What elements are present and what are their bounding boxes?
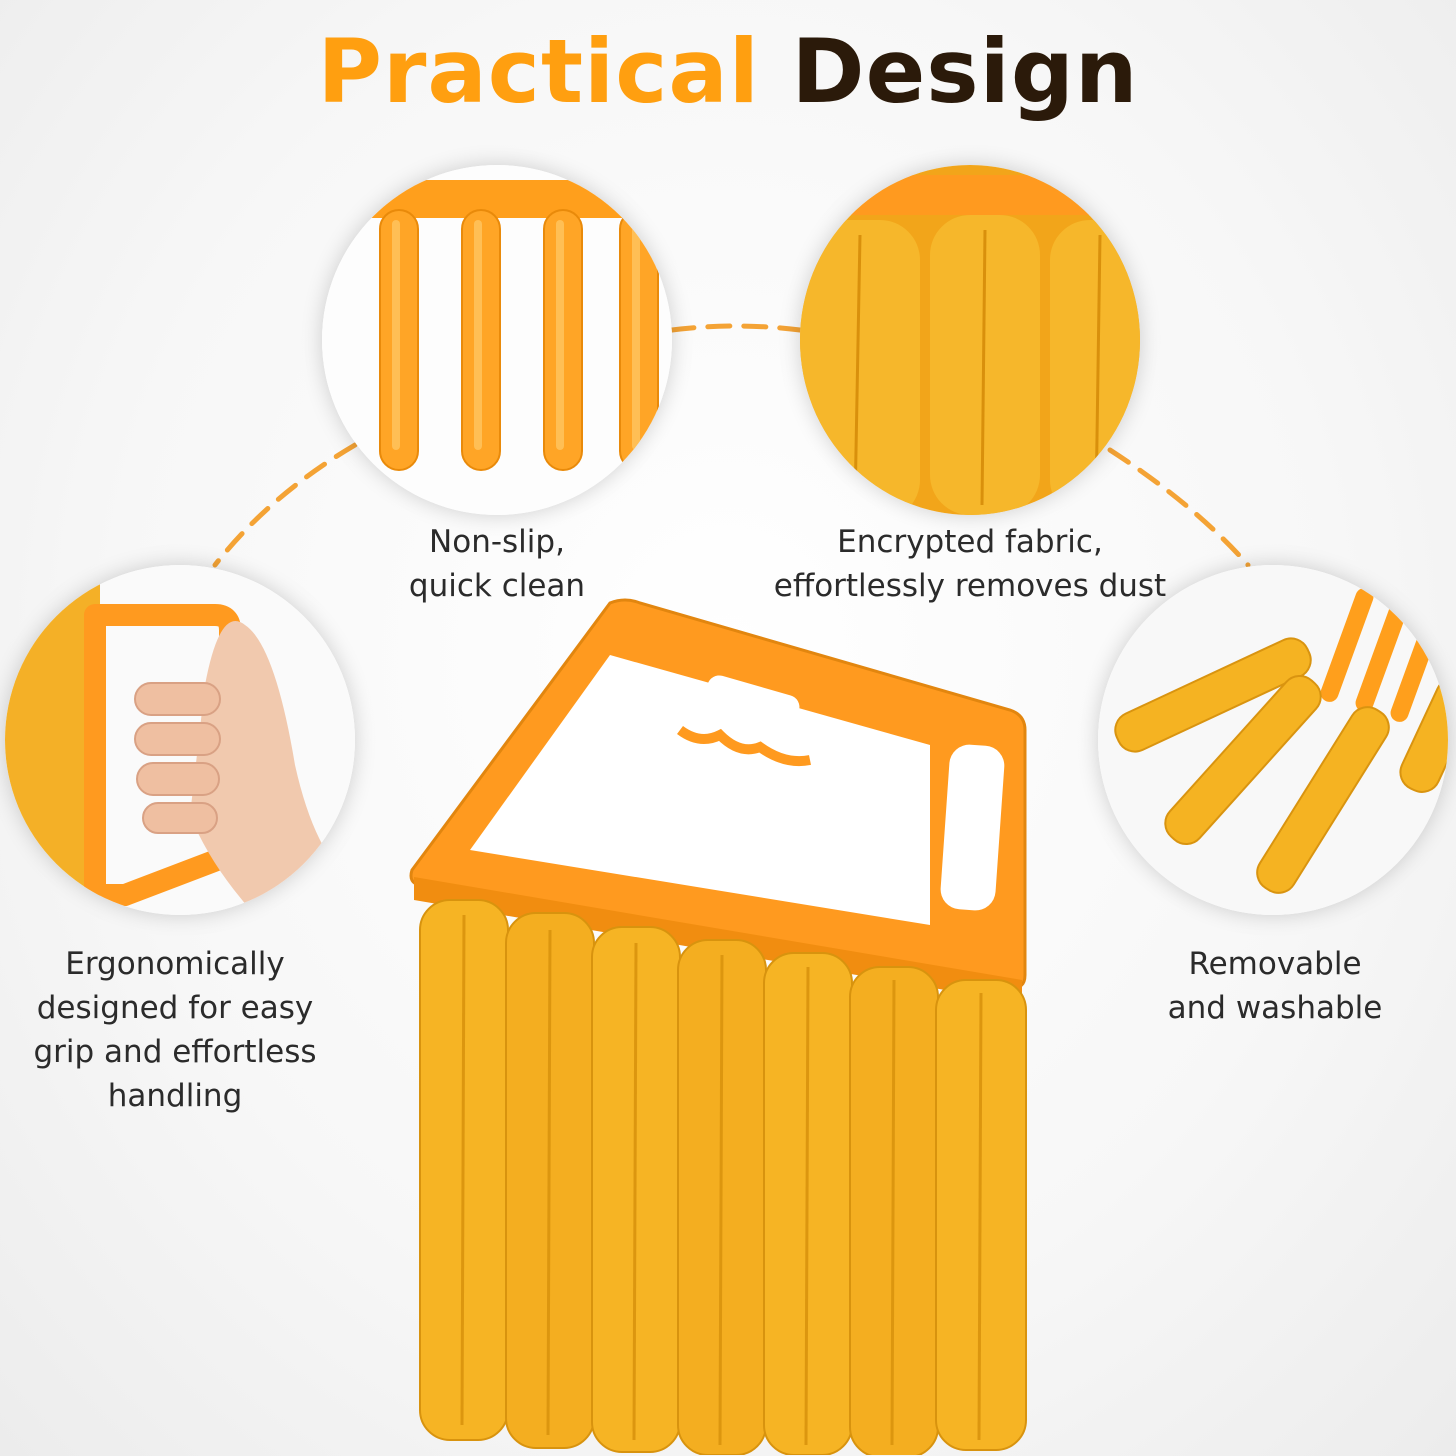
caption-line: grip and effortless <box>33 1034 317 1070</box>
caption-line: effortlessly removes dust <box>773 568 1167 604</box>
product-image-blind-duster <box>400 595 1040 1455</box>
title-word-design: Design <box>791 20 1139 123</box>
feature-image-removable <box>1098 565 1448 915</box>
connector-right <box>1107 447 1251 568</box>
caption-removable: Removable and washable <box>1130 942 1420 1030</box>
caption-non-slip: Non-slip, quick clean <box>322 520 672 608</box>
caption-line: Ergonomically <box>65 946 285 982</box>
caption-line: quick clean <box>408 568 586 604</box>
title-word-practical: Practical <box>317 20 760 123</box>
caption-line: Removable <box>1188 946 1362 982</box>
slat-prongs-icon <box>322 165 672 515</box>
caption-line: Encrypted fabric, <box>837 524 1103 560</box>
caption-ergonomic: Ergonomically designed for easy grip and… <box>10 942 340 1118</box>
caption-line: Non-slip, <box>429 524 565 560</box>
blind-duster-brush-icon <box>409 598 1027 1455</box>
hand-grip-icon <box>5 565 355 915</box>
connector-left <box>212 442 358 568</box>
page-title: Practical Design <box>0 22 1456 122</box>
connector-top <box>669 323 803 333</box>
feature-image-prongs <box>322 165 672 515</box>
feature-image-fabric <box>800 165 1140 515</box>
detached-sleeves-icon <box>1098 565 1448 915</box>
caption-encrypted-fabric: Encrypted fabric, effortlessly removes d… <box>740 520 1200 608</box>
microfiber-icon <box>800 165 1140 515</box>
caption-line: designed for easy <box>36 990 314 1026</box>
caption-line: and washable <box>1167 990 1383 1026</box>
caption-line: handling <box>107 1078 243 1114</box>
feature-image-grip <box>5 565 355 915</box>
